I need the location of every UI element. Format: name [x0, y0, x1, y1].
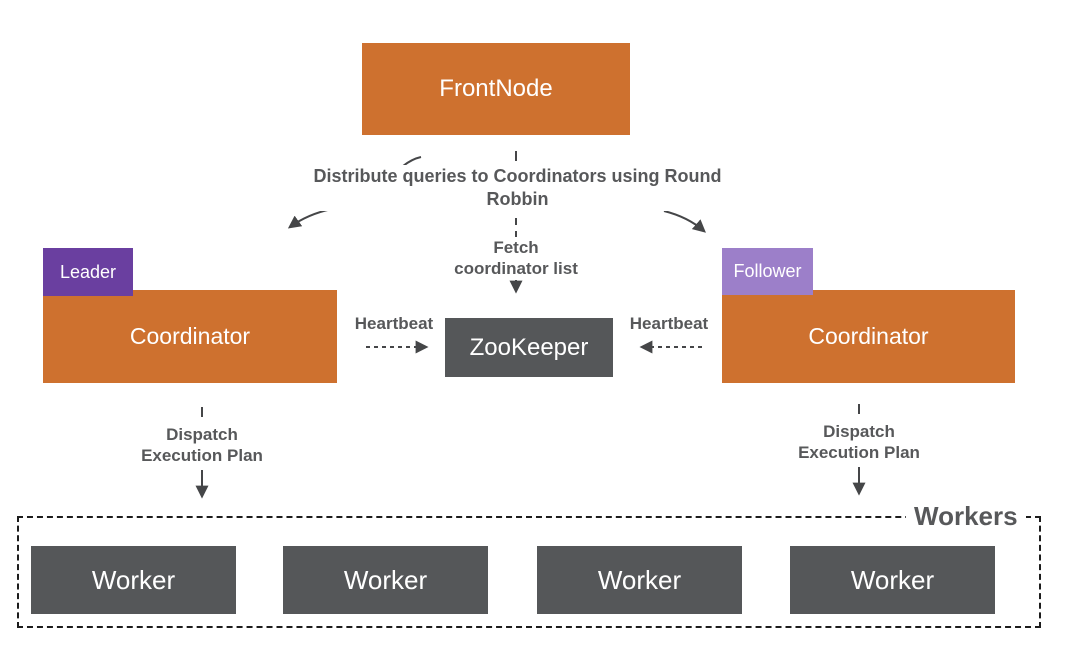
follower-badge: Follower [722, 248, 813, 295]
worker-1-label: Worker [91, 564, 176, 595]
coordinator-left-label: Coordinator [129, 323, 251, 349]
follower-badge-label: Follower [733, 261, 802, 281]
workers-group-label: Workers [906, 501, 1026, 532]
arrow-frontnode-to-left-coordinator [287, 208, 333, 229]
frontnode-left-curve-tick [402, 156, 422, 167]
dispatch-execution-plan-right-label: Dispatch Execution Plan [769, 421, 949, 463]
worker-3-label: Worker [597, 564, 682, 595]
fetch-coordinator-list-label: Fetch coordinator list [430, 237, 602, 279]
leader-badge: Leader [43, 248, 133, 296]
heartbeat-right-label: Heartbeat [621, 314, 717, 334]
distribute-queries-label: Distribute queries to Coordinators using… [265, 165, 770, 211]
zookeeper-label: ZooKeeper [469, 333, 589, 361]
dispatch-execution-plan-left-label: Dispatch Execution Plan [112, 424, 292, 466]
front-node-label: FrontNode [439, 75, 553, 102]
coordinator-right-label: Coordinator [808, 323, 929, 349]
coordinator-left-box: Coordinator [43, 290, 337, 383]
worker-box-3: Worker [537, 546, 742, 614]
worker-box-4: Worker [790, 546, 995, 614]
coordinator-right-box: Coordinator [722, 290, 1015, 383]
workers-group-frame [17, 516, 1041, 628]
worker-2-label: Worker [343, 564, 428, 595]
worker-box-2: Worker [283, 546, 488, 614]
leader-badge-label: Leader [59, 261, 117, 282]
worker-4-label: Worker [850, 564, 935, 595]
arrow-frontnode-to-right-coordinator [663, 210, 706, 233]
heartbeat-left-label: Heartbeat [346, 314, 442, 334]
zookeeper-box: ZooKeeper [445, 318, 613, 377]
worker-box-1: Worker [31, 546, 236, 614]
front-node-box: FrontNode [362, 43, 630, 135]
